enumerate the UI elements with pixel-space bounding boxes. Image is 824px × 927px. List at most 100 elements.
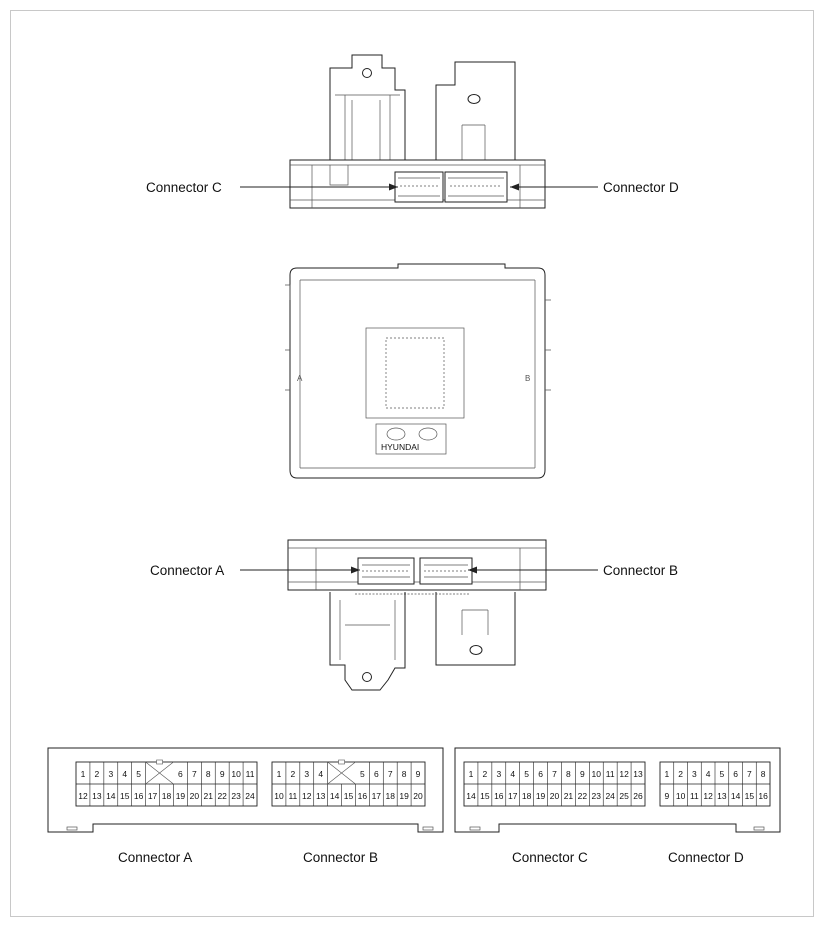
pin-number: 15 xyxy=(344,791,354,801)
pin-number: 19 xyxy=(536,791,546,801)
pin-number: 5 xyxy=(524,769,529,779)
pin-number: 12 xyxy=(703,791,713,801)
housing-marking-b: B xyxy=(525,374,530,383)
pinout-label-connector-c: Connector C xyxy=(512,850,588,865)
pin-number: 11 xyxy=(606,769,615,779)
pin-number: 23 xyxy=(231,791,241,801)
pinout-housing-cd xyxy=(454,747,781,833)
pin-number: 18 xyxy=(522,791,532,801)
pin-number: 14 xyxy=(731,791,741,801)
pin-number: 12 xyxy=(619,769,629,779)
pinout-label-connector-b: Connector B xyxy=(303,850,378,865)
pin-number: 16 xyxy=(358,791,368,801)
pin-number: 3 xyxy=(692,769,697,779)
pin-number: 16 xyxy=(494,791,504,801)
keyway-notch xyxy=(156,759,163,765)
pin-number: 10 xyxy=(676,791,686,801)
pin-number: 10 xyxy=(274,791,284,801)
pin-number: 4 xyxy=(706,769,711,779)
pin-number: 2 xyxy=(95,769,100,779)
pin-number: 11 xyxy=(288,791,297,801)
connector-d-callout-label: Connector D xyxy=(603,180,679,195)
pin-number: 8 xyxy=(206,769,211,779)
pin-number: 3 xyxy=(304,769,309,779)
pin-number: 21 xyxy=(204,791,214,801)
pin-number: 7 xyxy=(192,769,197,779)
middle-view-unit: A B HYUNDAI xyxy=(285,263,551,479)
pin-number: 4 xyxy=(318,769,323,779)
pin-number: 24 xyxy=(605,791,615,801)
pin-number: 14 xyxy=(330,791,340,801)
pin-number: 17 xyxy=(372,791,382,801)
pin-number: 23 xyxy=(592,791,602,801)
pin-number: 15 xyxy=(745,791,755,801)
pin-number: 3 xyxy=(496,769,501,779)
pin-number: 6 xyxy=(733,769,738,779)
pin-number: 5 xyxy=(720,769,725,779)
keyway-notch xyxy=(338,759,345,765)
connector-c-callout-label: Connector C xyxy=(146,180,222,195)
pin-number: 20 xyxy=(190,791,200,801)
pin-number: 9 xyxy=(580,769,585,779)
top-view-unit: Connector C Connector D xyxy=(146,54,679,209)
pin-number: 7 xyxy=(552,769,557,779)
pin-number: 11 xyxy=(246,769,255,779)
pin-number: 17 xyxy=(508,791,518,801)
pin-number: 16 xyxy=(758,791,768,801)
pin-number: 7 xyxy=(388,769,393,779)
pin-number: 6 xyxy=(178,769,183,779)
pin-number: 9 xyxy=(665,791,670,801)
pin-number: 13 xyxy=(633,769,643,779)
pin-number: 16 xyxy=(134,791,144,801)
pin-number: 2 xyxy=(290,769,295,779)
pin-number: 4 xyxy=(510,769,515,779)
pin-number: 2 xyxy=(678,769,683,779)
pin-number: 7 xyxy=(747,769,752,779)
pin-number: 8 xyxy=(761,769,766,779)
pin-number: 13 xyxy=(92,791,102,801)
empty-pin-cross xyxy=(145,761,174,785)
pin-number: 18 xyxy=(385,791,395,801)
pin-number: 14 xyxy=(466,791,476,801)
pin-number: 11 xyxy=(690,791,699,801)
pin-number: 13 xyxy=(717,791,727,801)
empty-pin-cross xyxy=(327,761,356,785)
pin-number: 9 xyxy=(416,769,421,779)
pin-number: 9 xyxy=(220,769,225,779)
pin-number: 21 xyxy=(564,791,574,801)
connector-a-callout-label: Connector A xyxy=(150,563,224,578)
pin-number: 24 xyxy=(245,791,255,801)
pin-number: 8 xyxy=(566,769,571,779)
pin-number: 20 xyxy=(550,791,560,801)
pinout-label-connector-d: Connector D xyxy=(668,850,744,865)
housing-marking-a: A xyxy=(297,374,303,383)
pin-number: 6 xyxy=(538,769,543,779)
pin-number: 5 xyxy=(360,769,365,779)
pin-number: 6 xyxy=(374,769,379,779)
pin-number: 1 xyxy=(81,769,86,779)
pin-number: 19 xyxy=(176,791,186,801)
pin-number: 15 xyxy=(120,791,130,801)
connector-b-callout-label: Connector B xyxy=(603,563,678,578)
pin-number: 8 xyxy=(402,769,407,779)
pin-number: 22 xyxy=(217,791,227,801)
pin-number: 1 xyxy=(277,769,282,779)
pin-number: 2 xyxy=(483,769,488,779)
pin-number: 10 xyxy=(592,769,602,779)
pin-number: 17 xyxy=(148,791,158,801)
diagram-frame xyxy=(10,10,814,917)
pin-number: 15 xyxy=(480,791,490,801)
pin-number: 12 xyxy=(302,791,312,801)
pin-number: 19 xyxy=(399,791,409,801)
pin-number: 13 xyxy=(316,791,326,801)
pin-number: 4 xyxy=(122,769,127,779)
pinout-label-connector-a: Connector A xyxy=(118,850,192,865)
pin-number: 1 xyxy=(469,769,474,779)
bottom-view-unit: Connector A Connector B xyxy=(150,539,678,691)
pin-number: 14 xyxy=(106,791,116,801)
brand-logo-text: HYUNDAI xyxy=(381,442,419,452)
